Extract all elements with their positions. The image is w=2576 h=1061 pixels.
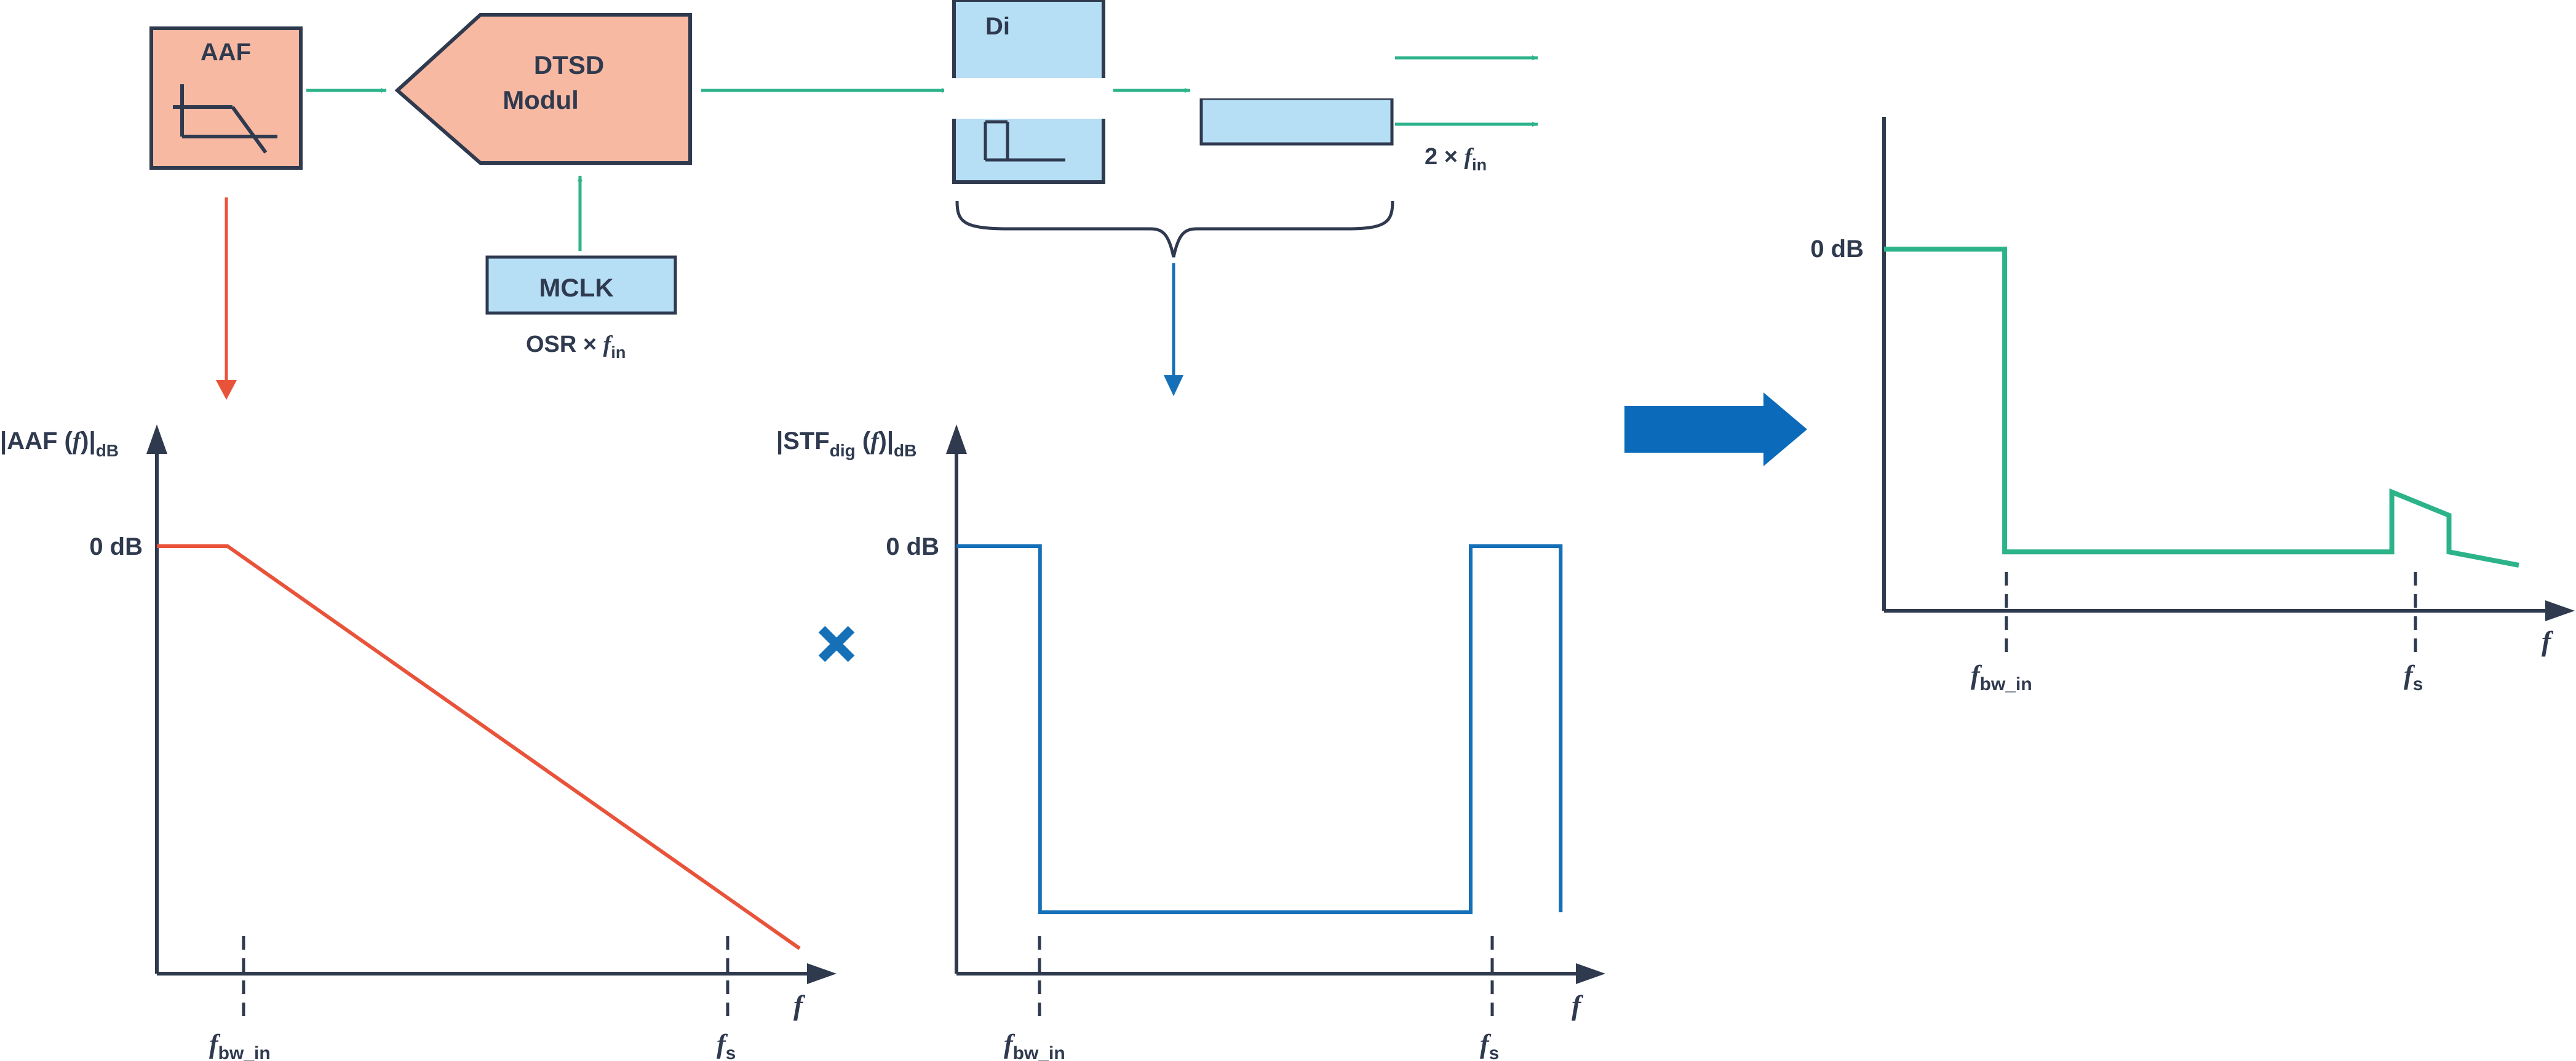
aaf-response-chart: |AAF (f)|dB 0 dB fbw_in fs f	[0, 424, 837, 1061]
chart2-stf-curve	[956, 544, 1563, 915]
chart1-y-tick-0db: 0 dB	[89, 533, 143, 560]
mclk-rate-caption: OSR × fin	[526, 332, 626, 362]
chart2-y-axis-arrowhead	[946, 424, 967, 454]
chart3-y-tick-0db: 0 dB	[1810, 236, 1864, 263]
chart1-y-label: |AAF (f)|dB	[0, 427, 119, 460]
multiply-icon	[818, 626, 855, 662]
chart1-y-axis-arrowhead	[146, 424, 167, 454]
chart3-tick-label-fs: fs	[2404, 660, 2423, 694]
aaf-block-label: AAF	[201, 39, 251, 66]
chart3-x-axis-arrowhead	[2545, 600, 2575, 621]
chart1-tick-label-fs: fs	[717, 1029, 736, 1061]
result-response-chart: 0 dB fbw_in fs f	[1810, 117, 2575, 694]
modulator-label-line2: Modul	[503, 85, 579, 114]
decimator-block	[1199, 97, 1394, 146]
digital-filter-label: Di	[985, 13, 1010, 40]
mclk-block: MCLK	[485, 255, 677, 315]
chart3-tick-label-bw: fbw_in	[1971, 660, 2032, 694]
aaf-block: AAF	[149, 26, 303, 170]
chart1-tick-label-bw: fbw_in	[209, 1029, 271, 1061]
chart2-y-tick-0db: 0 dB	[886, 533, 939, 560]
chart2-x-axis-label: f	[1572, 990, 1584, 1021]
stf-dig-response-chart: |STFdig (f)|dB 0 dB fbw_in fs f	[776, 424, 1605, 1061]
chart2-y-label: |STFdig (f)|dB	[776, 427, 916, 460]
dtsd-modulator-block: DTSD Modul	[394, 13, 692, 165]
chart2-tick-label-bw: fbw_in	[1004, 1029, 1065, 1061]
aaf-to-chart-arrowhead	[216, 380, 237, 400]
chart3-result-curve	[1884, 247, 2519, 568]
chart2-x-axis-arrowhead	[1576, 963, 1605, 984]
chart3-x-axis-label: f	[2542, 626, 2554, 657]
brickwall-filter-icon	[984, 120, 1065, 162]
thick-right-arrow-icon	[1624, 392, 1807, 466]
chart1-x-axis-arrowhead	[807, 963, 837, 984]
chart1-x-axis-label: f	[793, 990, 806, 1021]
filter-to-chart-arrowhead	[1164, 375, 1183, 396]
lowpass-filter-icon	[173, 84, 277, 154]
chart1-aaf-curve	[157, 544, 801, 950]
digital-filter-block: Di	[944, 0, 1399, 184]
modulator-label-line1: DTSD	[534, 50, 604, 79]
chart2-tick-label-fs: fs	[1480, 1029, 1499, 1061]
output-rate-caption: 2 × fin	[1425, 144, 1487, 174]
filter-brace	[955, 201, 1394, 258]
mclk-label: MCLK	[539, 273, 613, 302]
